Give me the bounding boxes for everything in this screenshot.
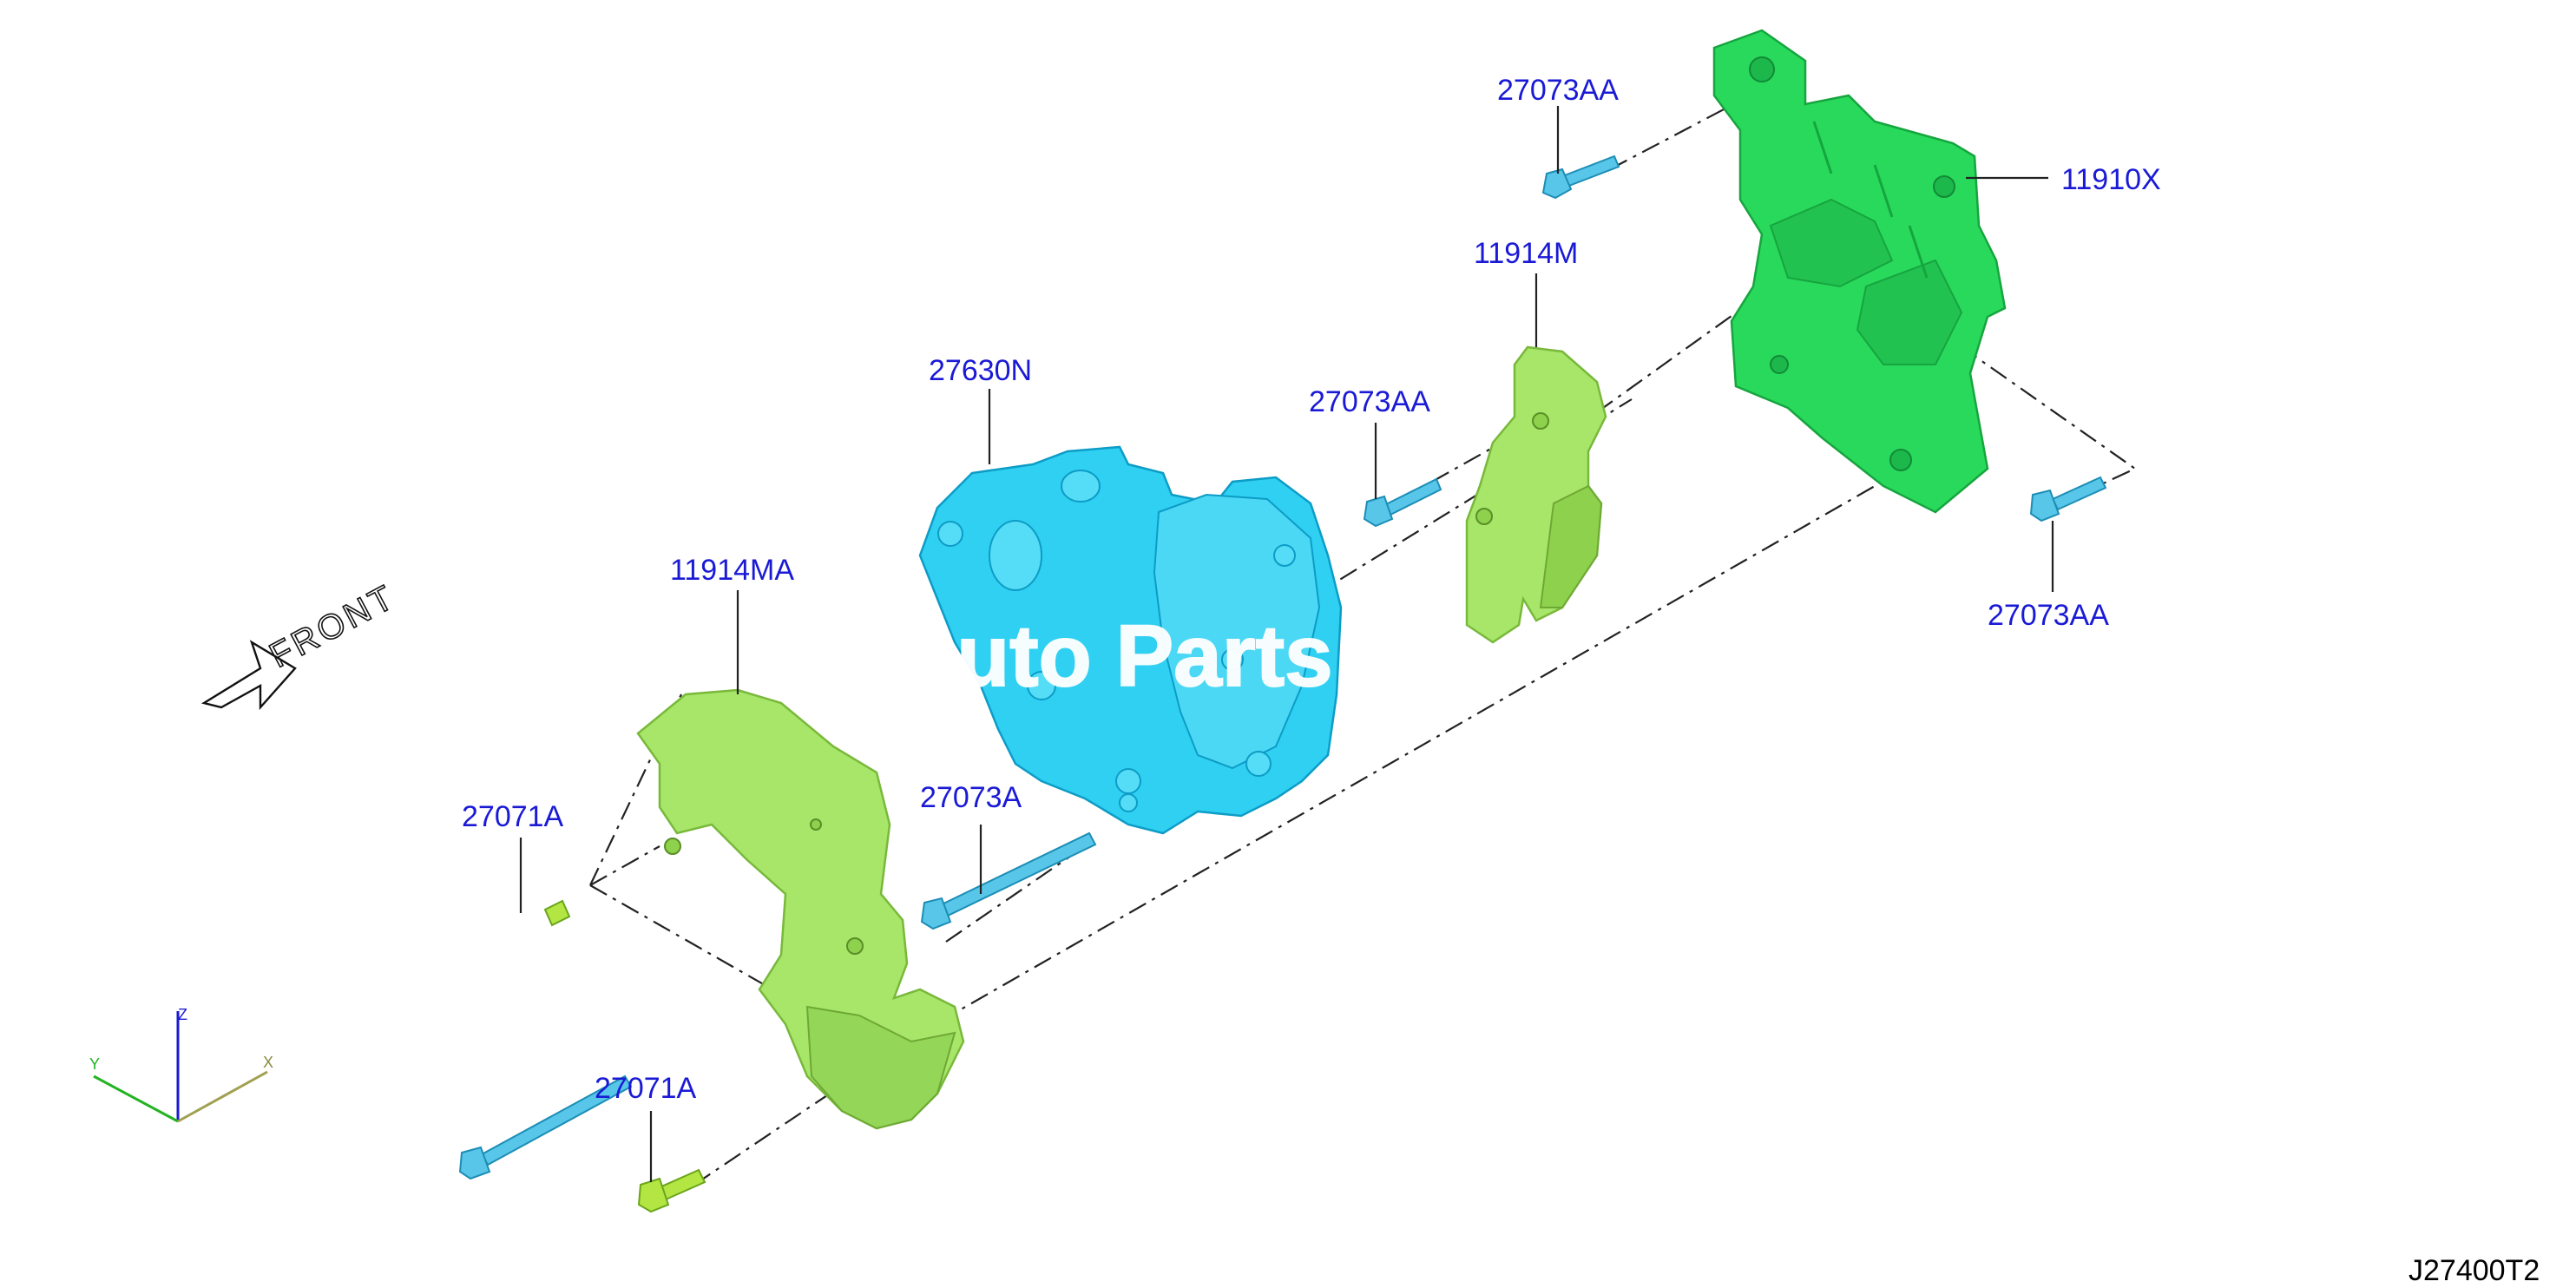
bolts bbox=[458, 154, 2107, 1213]
label-27073aa-right: 27073AA bbox=[1988, 599, 2109, 632]
axis-y-label: Y bbox=[89, 1055, 100, 1073]
axis-x-label: X bbox=[263, 1054, 273, 1071]
callout-labels: 27073AA 11910X 11914M 27630N 27073AA 270… bbox=[462, 74, 2161, 1105]
bolt-27073aa-right bbox=[2029, 476, 2107, 522]
label-27630n: 27630N bbox=[929, 354, 1032, 387]
axis-z-label: Z bbox=[178, 1006, 187, 1023]
label-27073a: 27073A bbox=[920, 781, 1022, 814]
label-27073aa-mid: 27073AA bbox=[1309, 385, 1430, 418]
drawing-code: J27400T2 bbox=[2408, 1254, 2540, 1287]
label-11914m: 11914M bbox=[1474, 237, 1578, 270]
label-27071a-bottom: 27071A bbox=[595, 1072, 697, 1105]
label-27073aa-top: 27073AA bbox=[1497, 74, 1619, 107]
bolt-long-bottom bbox=[458, 1074, 633, 1180]
leader-lines bbox=[519, 106, 2054, 1182]
bolt-27073aa-mid bbox=[1363, 477, 1442, 528]
bolt-27073a bbox=[920, 831, 1097, 930]
bolt-27073aa-top bbox=[1541, 154, 1620, 200]
label-27071a-left: 27071A bbox=[462, 800, 564, 833]
bolt-27071a-left bbox=[543, 899, 571, 927]
coordinate-axes: Z Y X bbox=[89, 1006, 273, 1123]
front-indicator: FRONT bbox=[200, 576, 403, 711]
front-label: FRONT bbox=[264, 577, 403, 675]
bolt-27071a-bottom bbox=[637, 1168, 706, 1213]
label-11914ma: 11914MA bbox=[670, 554, 794, 587]
bracket-11914ma bbox=[636, 688, 965, 1130]
compressor-27630n bbox=[918, 445, 1343, 835]
bracket-11910x bbox=[1712, 29, 2007, 514]
bracket-11914m bbox=[1465, 345, 1607, 644]
label-11910x: 11910X bbox=[2061, 163, 2161, 196]
watermark: Auto Parts bbox=[894, 608, 1333, 705]
